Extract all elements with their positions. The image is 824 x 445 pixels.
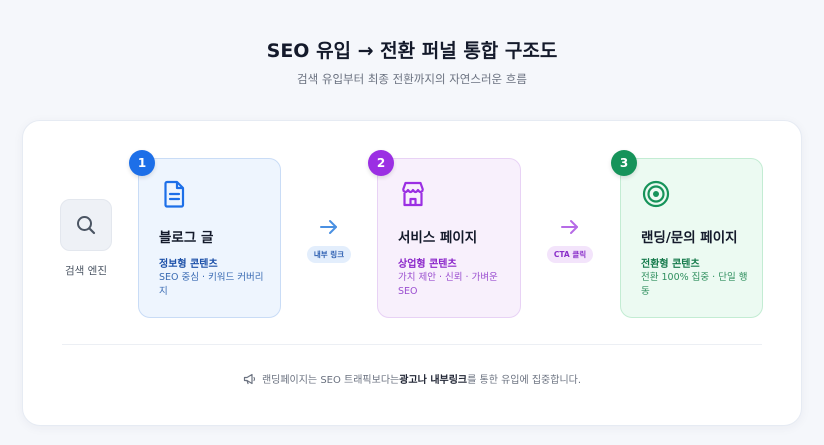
step-number-badge: 3 <box>611 150 637 176</box>
footer-note: 랜딩페이지는 SEO 트래픽보다는 광고나 내부링크 를 통한 유입에 집중합니… <box>0 371 824 386</box>
step-description: 전환 100% 집중 · 단일 행동 <box>641 272 748 297</box>
connector-label: 내부 링크 <box>306 246 352 263</box>
search-icon <box>77 216 96 235</box>
connector-cta-click: CTA 클릭 <box>543 216 597 263</box>
search-engine <box>60 199 116 251</box>
step-type: 정보형 콘텐츠 <box>159 259 218 270</box>
connector-label: CTA 클릭 <box>546 246 594 263</box>
step-title: 랜딩/문의 페이지 <box>641 230 738 246</box>
page-subtitle: 검색 유입부터 최종 전환까지의 자연스러운 흐름 <box>297 72 527 86</box>
note-text-suffix: 를 통한 유입에 집중합니다. <box>467 375 582 386</box>
step-card-service: 서비스 페이지 상업형 콘텐츠 가치 제안 · 신뢰 · 가벼운 SEO <box>377 158 521 318</box>
step-title: 블로그 글 <box>159 230 214 246</box>
arrow-right-icon <box>561 220 578 234</box>
step-title: 서비스 페이지 <box>398 230 478 246</box>
store-icon <box>401 181 425 207</box>
arrow-right-icon <box>320 220 337 234</box>
note-text-emphasis: 광고나 내부링크 <box>399 375 468 386</box>
step-type: 전환형 콘텐츠 <box>641 259 700 270</box>
step-number-badge: 1 <box>129 150 155 176</box>
note-text-prefix: 랜딩페이지는 SEO 트래픽보다는 <box>261 375 400 386</box>
step-card-landing: 랜딩/문의 페이지 전환형 콘텐츠 전환 100% 집중 · 단일 행동 <box>620 158 763 318</box>
target-icon <box>642 180 670 208</box>
connector-internal-link: 내부 링크 <box>303 216 355 263</box>
document-icon <box>164 180 185 208</box>
search-engine-box <box>60 199 112 251</box>
step-description: 가치 제안 · 신뢰 · 가벼운 SEO <box>398 272 498 297</box>
page-title: SEO 유입 → 전환 퍼널 통합 구조도 <box>266 40 558 62</box>
step-type: 상업형 콘텐츠 <box>398 259 457 270</box>
step-description: SEO 중심 · 키워드 커버리지 <box>159 272 264 297</box>
step-card-blog: 블로그 글 정보형 콘텐츠 SEO 중심 · 키워드 커버리지 <box>138 158 281 318</box>
search-engine-label: 검색 엔진 <box>65 265 107 277</box>
divider <box>62 344 762 345</box>
megaphone-icon <box>243 373 256 385</box>
step-number-badge: 2 <box>368 150 394 176</box>
